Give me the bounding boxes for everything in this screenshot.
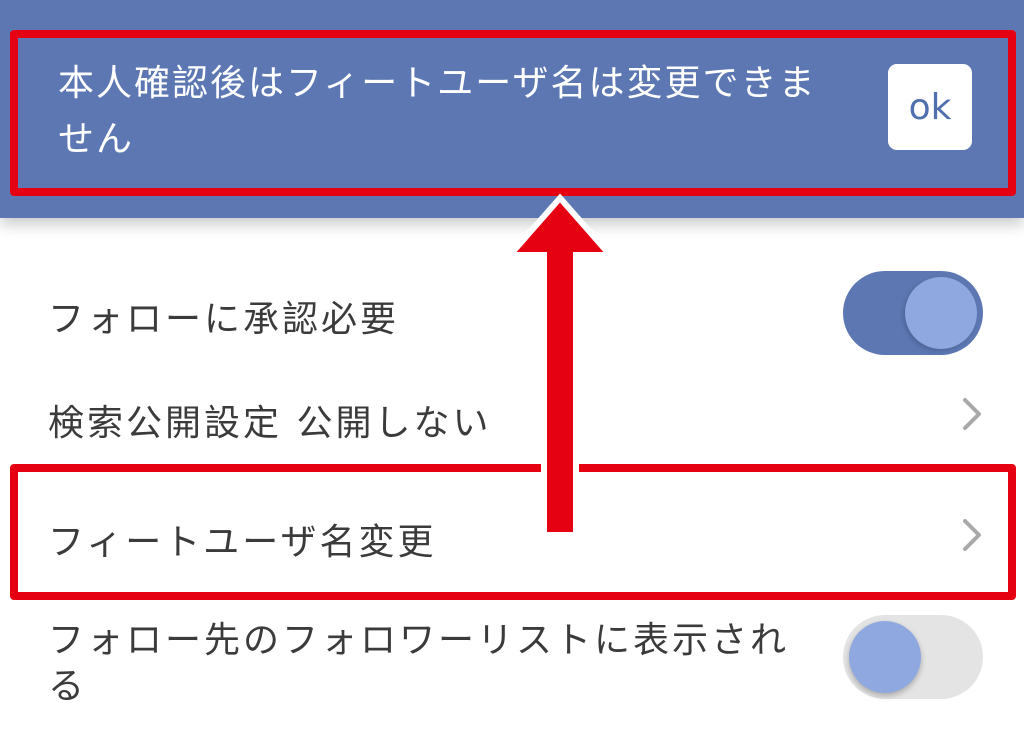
setting-follow-approval[interactable]: フォローに承認必要 bbox=[0, 238, 1024, 358]
chevron-right-icon bbox=[963, 519, 981, 551]
setting-username-change[interactable]: フィートユーザ名変更 bbox=[0, 473, 1024, 593]
setting-show-in-follower-list-label: フォロー先のフォロワーリストに表示される bbox=[48, 620, 790, 707]
snackbar: 本人確認後はフィートユーザ名は変更できません ok bbox=[0, 0, 1024, 218]
show-in-follower-list-toggle[interactable] bbox=[843, 615, 983, 699]
setting-search-visibility-label: 検索公開設定 公開しない bbox=[48, 403, 492, 444]
setting-follow-approval-label: フォローに承認必要 bbox=[48, 299, 400, 340]
snackbar-message: 本人確認後はフィートユーザ名は変更できません bbox=[58, 63, 817, 160]
follow-approval-toggle[interactable] bbox=[843, 271, 983, 355]
setting-show-in-follower-list[interactable]: フォロー先のフォロワーリストに表示される bbox=[0, 593, 1024, 729]
toggle-knob bbox=[905, 277, 977, 349]
toggle-knob bbox=[849, 621, 921, 693]
ok-button[interactable]: ok bbox=[888, 64, 972, 150]
setting-search-visibility[interactable]: 検索公開設定 公開しない bbox=[0, 358, 1024, 473]
settings-list: フォローに承認必要 検索公開設定 公開しない フィートユーザ名変更 フォロー先の… bbox=[0, 218, 1024, 729]
chevron-right-icon bbox=[963, 398, 981, 430]
setting-username-change-label: フィートユーザ名変更 bbox=[48, 522, 437, 563]
